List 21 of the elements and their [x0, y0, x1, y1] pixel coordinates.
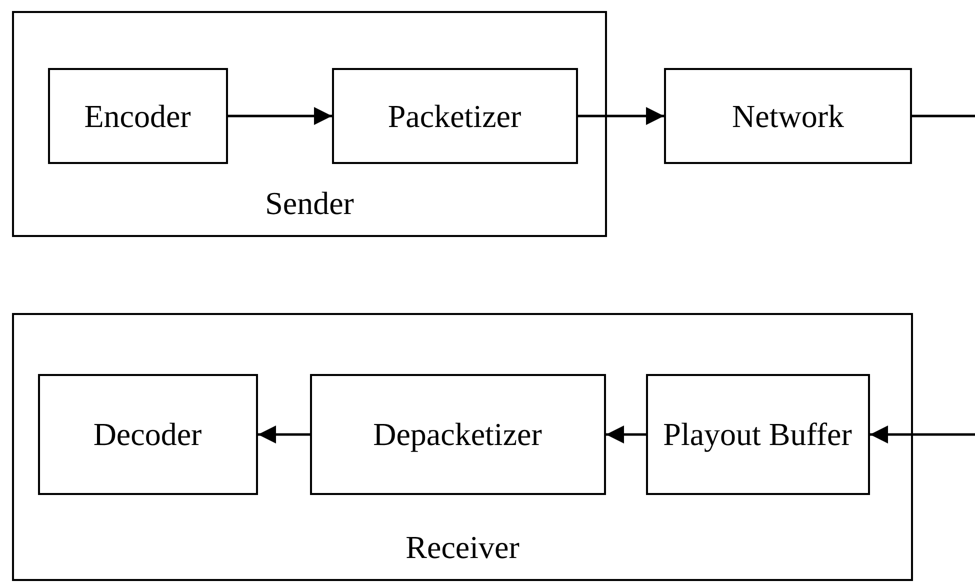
group-label: Sender	[264, 185, 355, 221]
arrow	[228, 107, 332, 125]
box-label: Depacketizer	[373, 416, 542, 452]
box-label: Encoder	[84, 98, 191, 134]
group-box	[12, 313, 913, 581]
box-label: Packetizer	[388, 98, 522, 134]
process-box	[664, 68, 912, 164]
process-box	[48, 68, 228, 164]
process-box	[38, 374, 258, 494]
arrow	[606, 426, 646, 444]
box-label: Network	[732, 98, 844, 134]
arrow	[258, 426, 310, 444]
box-label: Decoder	[93, 416, 202, 452]
box-label: Playout Buffer	[663, 416, 852, 452]
arrow	[578, 107, 664, 125]
arrow	[870, 426, 975, 444]
process-box	[332, 68, 578, 164]
group-box	[12, 11, 607, 237]
group-label: Receiver	[404, 529, 520, 565]
process-box	[310, 374, 606, 494]
process-box	[646, 374, 870, 494]
